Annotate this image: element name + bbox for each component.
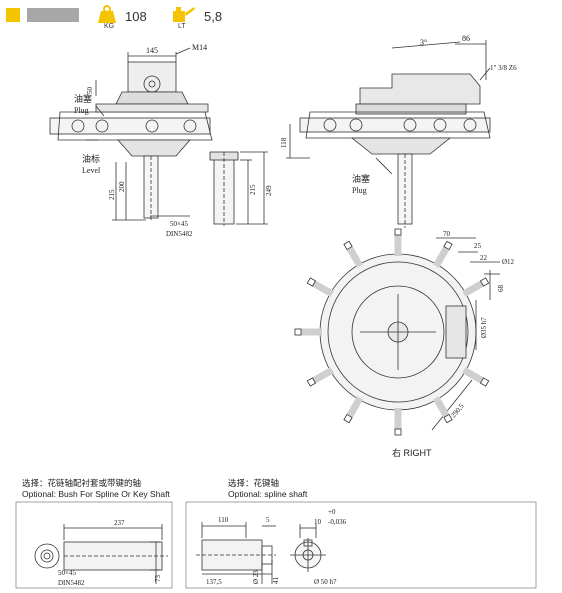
dim-plan-bore: Ø35 h7 <box>480 317 488 338</box>
plan-arm-tip <box>343 413 353 424</box>
front-view <box>49 47 213 222</box>
spec-header: 108 KG 5,8 LT <box>0 0 562 30</box>
right-plug-en: Plug <box>352 186 367 195</box>
dim-right-86: 86 <box>462 34 470 43</box>
dim-right-118: 118 <box>280 137 288 148</box>
dim-front-height: 50 <box>86 87 94 95</box>
dim-plan-22: 22 <box>480 254 488 262</box>
plan-arm <box>462 278 487 298</box>
right-view-label: 右 RIGHT <box>392 447 432 458</box>
front-shaft-spec: 50×45 <box>170 220 188 228</box>
dim-plan-hole: Ø12 <box>502 258 515 266</box>
dim-plan-25: 25 <box>474 242 482 250</box>
oil-can-icon <box>173 7 195 22</box>
color-swatch-yellow <box>6 8 20 22</box>
color-swatch-gray <box>27 8 79 22</box>
plan-arm <box>432 243 452 268</box>
option2-title-cn: 选择：花键轴 <box>228 478 280 488</box>
option1-title-cn: 选择：花链轴配衬套或带键的轴 <box>22 478 142 488</box>
weight-value: 108 <box>125 9 147 24</box>
oil-value: 5,8 <box>204 9 223 24</box>
opt2-dim-5: 5 <box>266 516 270 524</box>
plan-arm <box>309 366 334 386</box>
right-elevation-view <box>286 40 491 228</box>
plan-arm-tip <box>294 328 302 336</box>
opt1-spec: 50×45 <box>58 569 76 577</box>
option2-frame <box>185 501 537 589</box>
plan-arm-tip <box>479 277 490 287</box>
plan-arm-tip <box>306 277 317 287</box>
front-shaft-standard: DIN5482 <box>166 230 193 238</box>
angle-label: 3° <box>420 38 427 47</box>
plan-arm <box>432 396 452 421</box>
opt2-dim-41: 41 <box>272 577 280 585</box>
plan-arm-tip <box>306 377 317 387</box>
option2-caption: 选择：花键轴 Optional: spline shaft <box>228 478 307 500</box>
side-section-view <box>209 151 268 226</box>
option1-bush-drawing <box>34 524 168 584</box>
dim-plan-68: 68 <box>497 285 505 293</box>
plan-arm <box>462 366 487 386</box>
opt2-dia-50: Ø 50 h7 <box>314 578 337 586</box>
top-plan-view <box>294 228 500 436</box>
weight-kg-icon <box>98 5 116 23</box>
plan-arm-tip <box>394 228 402 236</box>
dim-front-width: 145 <box>146 46 158 55</box>
opt2-tol-lower: -0,036 <box>328 518 347 526</box>
dim-front-215: 215 <box>108 189 116 200</box>
opt1-dim-73: 73 <box>154 575 162 583</box>
weight-unit: KG <box>104 23 115 30</box>
plan-arm <box>344 243 364 268</box>
opt2-dim-110: 110 <box>218 516 229 524</box>
right-plug-cn: 油塞 <box>352 173 370 184</box>
plan-arm-tip <box>479 377 490 387</box>
oil-unit: LT <box>178 23 186 30</box>
option2-spline-drawing <box>196 522 326 584</box>
pipe-thread-label: 1" 3/8 Z6 <box>490 64 517 72</box>
option1-title-en: Optional: Bush For Spline Or Key Shaft <box>22 489 170 499</box>
option2-title-en: Optional: spline shaft <box>228 489 308 499</box>
plan-arm <box>344 396 364 421</box>
opt2-dim-137: 137,5 <box>206 578 222 586</box>
dim-plan-radius: 290,5 <box>449 402 466 420</box>
opt2-dia-23: Ø 23 <box>252 570 260 584</box>
option1-caption: 选择：花链轴配衬套或带键的轴 Optional: Bush For Spline… <box>22 478 170 500</box>
thread-label: M14 <box>192 43 207 52</box>
opt2-tol-key: 10 <box>314 518 322 526</box>
level-label-cn: 油标 <box>82 153 100 164</box>
option1-frame <box>15 501 173 589</box>
dim-front-200: 200 <box>118 181 126 192</box>
dim-plan-70: 70 <box>443 230 451 238</box>
opt1-standard: DIN5482 <box>58 579 85 587</box>
dim-side-215: 215 <box>249 184 257 195</box>
level-label-en: Level <box>82 166 101 175</box>
opt1-length: 237 <box>114 519 125 527</box>
opt2-tol-upper: +0 <box>328 508 336 516</box>
plan-arm-tip <box>443 240 453 251</box>
plan-arm <box>309 278 334 298</box>
plug-label-cn: 油塞 <box>74 93 92 104</box>
plan-arm-tip <box>343 240 353 251</box>
plan-arm-tip <box>394 428 402 436</box>
plug-label-en: Plug <box>74 106 89 115</box>
plan-arm-tip <box>443 413 453 424</box>
dim-side-249: 249 <box>265 185 273 196</box>
